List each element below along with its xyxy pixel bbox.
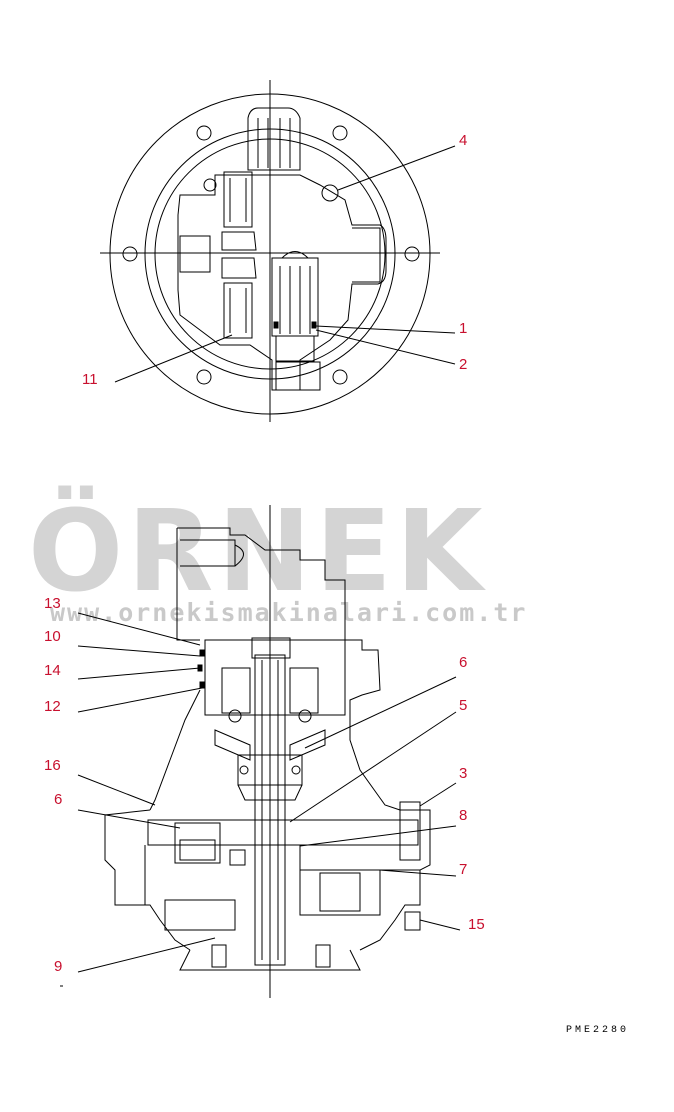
gear-plate xyxy=(147,819,419,846)
spool-lower xyxy=(223,282,253,339)
main-shaft xyxy=(254,654,286,966)
callout-bottom-12: 15 xyxy=(468,916,485,933)
top-leaders xyxy=(114,145,456,383)
callout-bottom-6: 5 xyxy=(459,697,467,714)
upper-bearing-block xyxy=(204,639,346,716)
callout-top-2: 1 xyxy=(459,320,467,337)
inner-ring-2 xyxy=(154,138,386,370)
callout-bottom-2: 10 xyxy=(44,628,61,645)
spool-upper xyxy=(223,171,253,228)
right-lug xyxy=(352,227,381,283)
bottom-bolt-left xyxy=(211,944,227,968)
watermark-title: ÖRNEK xyxy=(28,486,487,617)
callout-bottom-10: 8 xyxy=(459,807,467,824)
inner-ring xyxy=(144,128,396,380)
bottom-leaders xyxy=(60,612,461,987)
planet-gear-right xyxy=(299,869,381,916)
callout-bottom-13: 9 xyxy=(54,958,62,975)
reference-code: PME2280 xyxy=(566,1025,629,1036)
top-boss xyxy=(247,107,301,171)
bottom-bolt-right xyxy=(315,944,331,968)
valve-body xyxy=(177,174,387,391)
bolt-holes xyxy=(122,125,420,385)
callout-bottom-3: 14 xyxy=(44,662,61,679)
planet-gear-left xyxy=(174,822,221,864)
callout-bottom-7: 16 xyxy=(44,757,61,774)
callout-bottom-8: 3 xyxy=(459,765,467,782)
callout-top-3: 2 xyxy=(459,356,467,373)
callout-bottom-4: 12 xyxy=(44,698,61,715)
callout-bottom-11: 7 xyxy=(459,861,467,878)
callout-top-4: 11 xyxy=(82,371,98,388)
watermark: ÖRNEK www.ornekismakinalari.com.tr xyxy=(28,486,527,627)
callout-top-1: 4 xyxy=(459,132,467,149)
left-port xyxy=(179,235,211,273)
callout-bottom-9: 6 xyxy=(54,791,62,808)
watermark-url: www.ornekismakinalari.com.tr xyxy=(50,598,527,627)
callout-bottom-5: 6 xyxy=(459,654,467,671)
outer-flange xyxy=(109,93,431,415)
callout-bottom-1: 13 xyxy=(44,595,61,612)
relief-cartridge xyxy=(271,257,319,337)
top-end-view xyxy=(100,80,440,422)
